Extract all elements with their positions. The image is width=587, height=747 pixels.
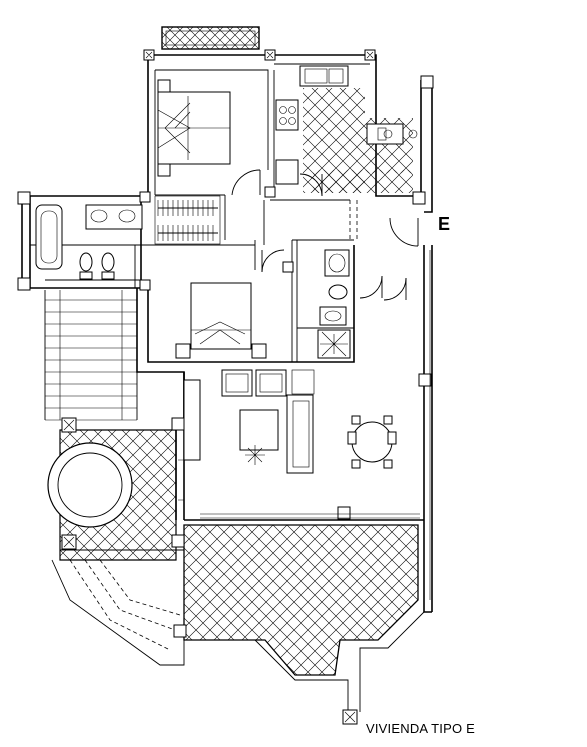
- interior-walls: [30, 63, 370, 362]
- plan-title: VIVIENDA TIPO E: [366, 721, 475, 736]
- kitchen: [275, 65, 418, 193]
- top-balcony: [161, 26, 260, 50]
- living-room: [183, 369, 397, 474]
- bedroom-2: [175, 282, 267, 359]
- windows: [178, 250, 431, 600]
- column-markers: [17, 49, 434, 725]
- round-terrace: [47, 429, 185, 666]
- bedroom-1: [154, 79, 231, 245]
- wardrobe-top: [157, 200, 218, 241]
- main-terrace: [183, 524, 425, 713]
- bathroom-2: [317, 249, 351, 359]
- bathroom-1: [35, 204, 143, 280]
- left-terrace: [44, 290, 138, 421]
- entry-label: E: [438, 214, 451, 234]
